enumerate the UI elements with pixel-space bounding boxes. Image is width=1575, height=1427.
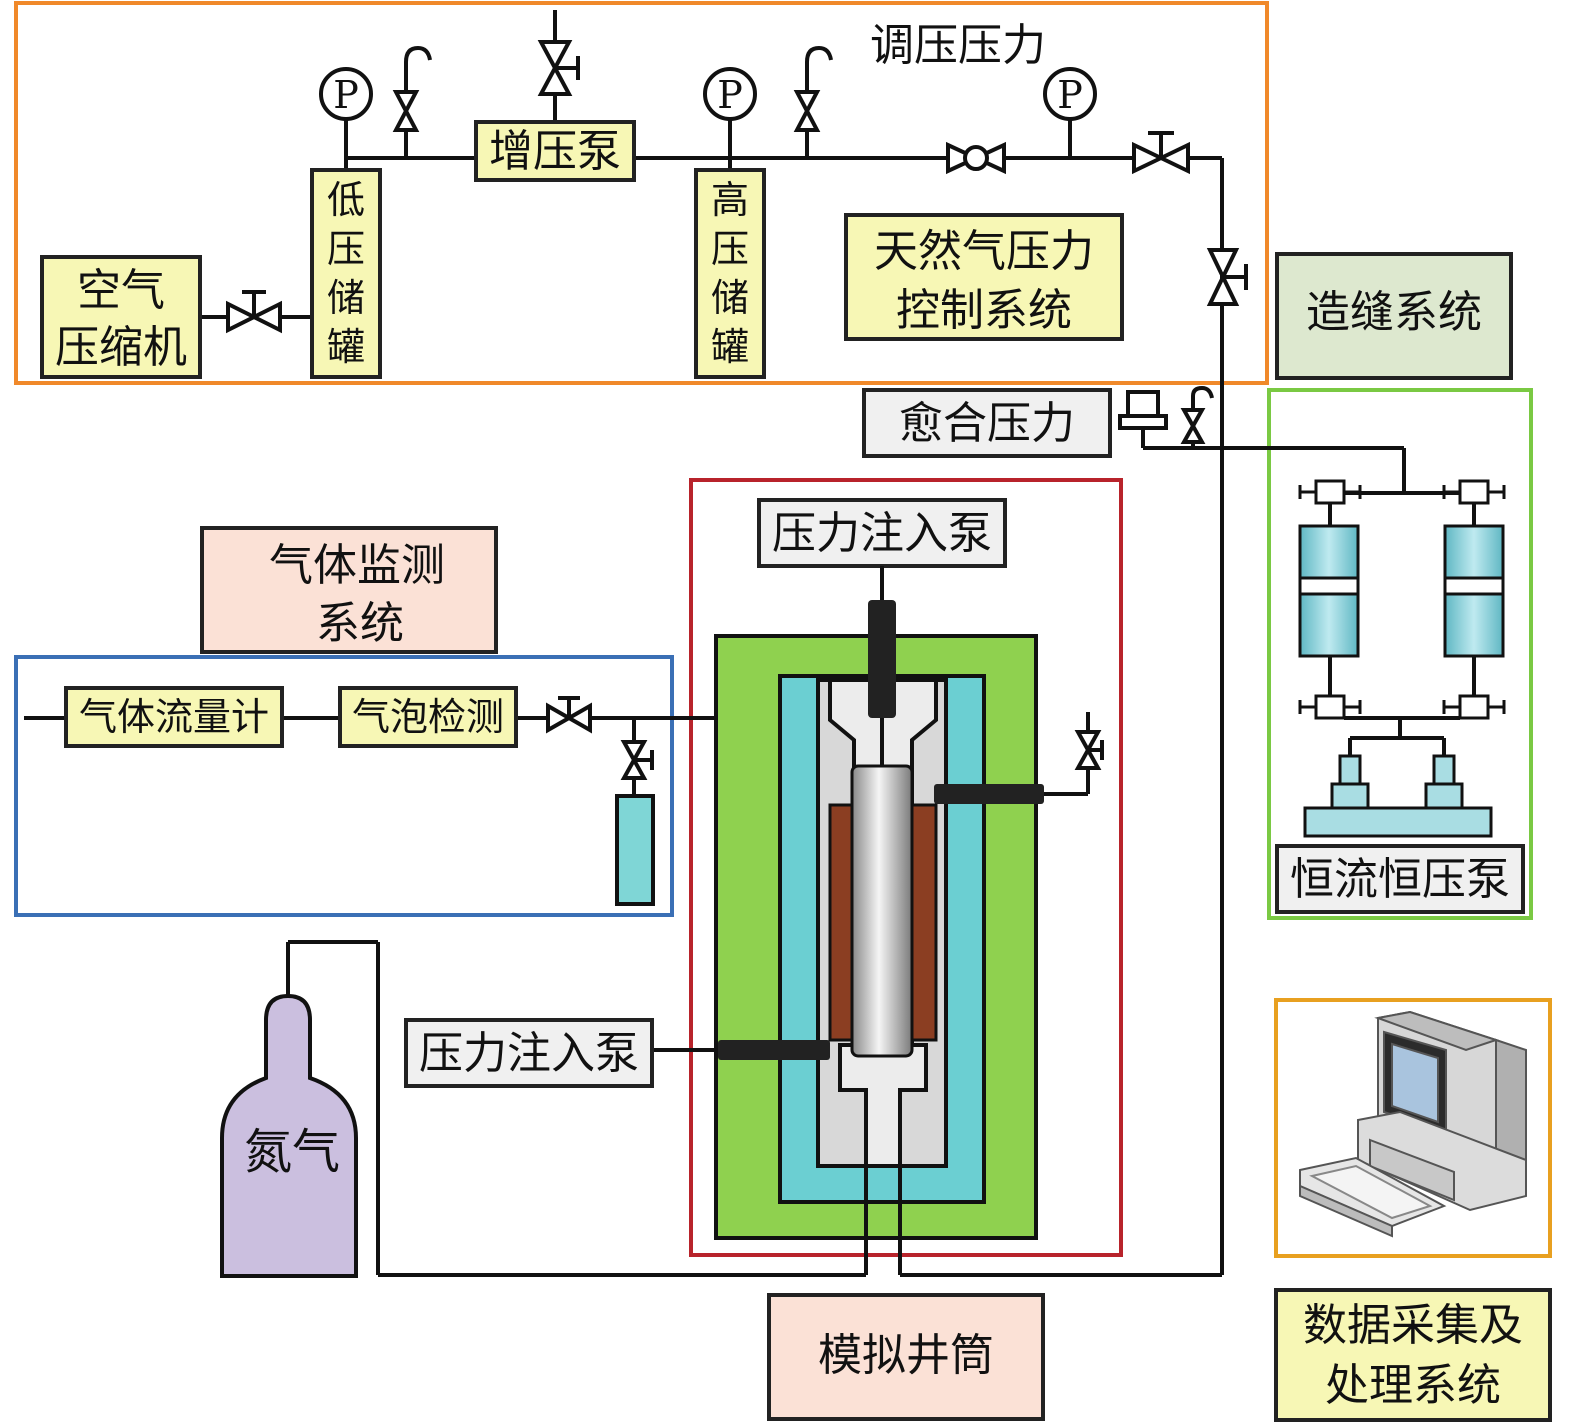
daq-label-box: 数据采集及 处理系统 — [1274, 1288, 1552, 1422]
svg-text:压: 压 — [711, 227, 749, 271]
svg-text:数据采集及: 数据采集及 — [1303, 1300, 1523, 1351]
svg-text:天然气压力: 天然气压力 — [874, 226, 1094, 277]
svg-text:储: 储 — [711, 276, 749, 320]
svg-text:气体监测: 气体监测 — [269, 540, 445, 591]
vent-valve-icon — [1180, 385, 1214, 444]
pump-cylinder-right — [1442, 479, 1506, 720]
computer-icon — [1299, 1010, 1527, 1238]
svg-text:气泡检测: 气泡检测 — [352, 695, 504, 739]
main-gas-pipeline — [200, 10, 1224, 1275]
vent-valve-icon — [392, 45, 432, 132]
svg-text:压力注入泵: 压力注入泵 — [419, 1028, 639, 1079]
svg-text:P: P — [333, 73, 359, 117]
wellbore-vessel — [714, 600, 1044, 1240]
outlet-valve-icon — [1132, 131, 1190, 175]
flow-meter-box: 气体流量计 — [64, 686, 284, 748]
svg-text:气体流量计: 气体流量计 — [79, 695, 269, 739]
air-compressor-box: 空气 压缩机 — [40, 255, 202, 379]
gas-pressure-control-frame — [14, 1, 1269, 385]
svg-text:压力注入泵: 压力注入泵 — [772, 508, 992, 559]
wellbore-label-box: 模拟井筒 — [767, 1293, 1045, 1421]
svg-text:系统: 系统 — [316, 598, 404, 649]
sample-valve-icon — [620, 740, 654, 780]
svg-text:愈合压力: 愈合压力 — [899, 398, 1075, 449]
svg-text:控制系统: 控制系统 — [896, 285, 1072, 336]
pressure-gauge-icon: P — [703, 67, 757, 121]
high-pressure-tank-box: 高 压 储 罐 — [694, 168, 766, 379]
low-pressure-tank-box: 低 压 储 罐 — [310, 168, 382, 379]
pressure-gauge-icon: P — [319, 67, 373, 121]
wellbore-outlet-valve-icon — [1074, 730, 1104, 770]
gas-monitor-system-box: 气体监测 系统 — [200, 526, 498, 654]
riser-valve-icon — [1206, 248, 1248, 306]
svg-text:储: 储 — [327, 276, 365, 320]
svg-text:压缩机: 压缩机 — [55, 322, 187, 373]
svg-text:P: P — [1057, 73, 1083, 117]
injection-pump-top-box: 压力注入泵 — [757, 498, 1007, 568]
svg-text:空气: 空气 — [77, 265, 165, 316]
injection-pump-side-box: 压力注入泵 — [404, 1018, 654, 1088]
regulating-pressure-label: 调压压力 — [870, 20, 1046, 71]
ball-valve-icon — [946, 141, 1006, 175]
booster-pump-box: 增压泵 — [474, 120, 636, 182]
bubble-detector-box: 气泡检测 — [338, 686, 518, 748]
svg-text:压: 压 — [327, 227, 365, 271]
fracturing-pump-frame — [1267, 388, 1533, 920]
svg-text:氮气: 氮气 — [244, 1124, 340, 1180]
svg-text:P: P — [717, 73, 743, 117]
svg-text:高: 高 — [711, 178, 749, 222]
svg-text:造缝系统: 造缝系统 — [1306, 287, 1482, 338]
compressor-valve-icon — [226, 290, 282, 334]
wellbore-pipe-lines — [286, 712, 1222, 1277]
svg-text:恒流恒压泵: 恒流恒压泵 — [1290, 854, 1510, 905]
booster-inlet-valve-icon — [537, 40, 580, 96]
pump-feed-line — [1143, 442, 1474, 495]
sample-cylinder — [615, 794, 655, 906]
pressure-sensor-icon — [1118, 390, 1168, 448]
svg-text:增压泵: 增压泵 — [489, 126, 621, 177]
svg-text:模拟井筒: 模拟井筒 — [818, 1330, 994, 1381]
pressure-gauge-icon: P — [1043, 67, 1097, 121]
pump-base — [1303, 716, 1493, 838]
svg-text:处理系统: 处理系统 — [1325, 1360, 1501, 1411]
wellbore-frame — [689, 478, 1123, 1257]
pump-cylinder-left — [1298, 479, 1362, 720]
fracturing-system-box: 造缝系统 — [1275, 252, 1513, 380]
gas-monitor-frame — [14, 655, 674, 917]
nitrogen-cylinder: 氮气 — [220, 993, 358, 1278]
gas-control-system-box: 天然气压力 控制系统 — [844, 213, 1124, 341]
daq-frame — [1274, 998, 1552, 1258]
monitor-valve-icon — [546, 696, 592, 734]
svg-text:罐: 罐 — [711, 325, 749, 369]
healing-pressure-box: 愈合压力 — [862, 388, 1112, 458]
svg-text:低: 低 — [327, 178, 365, 222]
constant-pump-label-box: 恒流恒压泵 — [1275, 844, 1525, 914]
svg-text:罐: 罐 — [327, 325, 365, 369]
vent-valve-icon — [793, 45, 833, 132]
